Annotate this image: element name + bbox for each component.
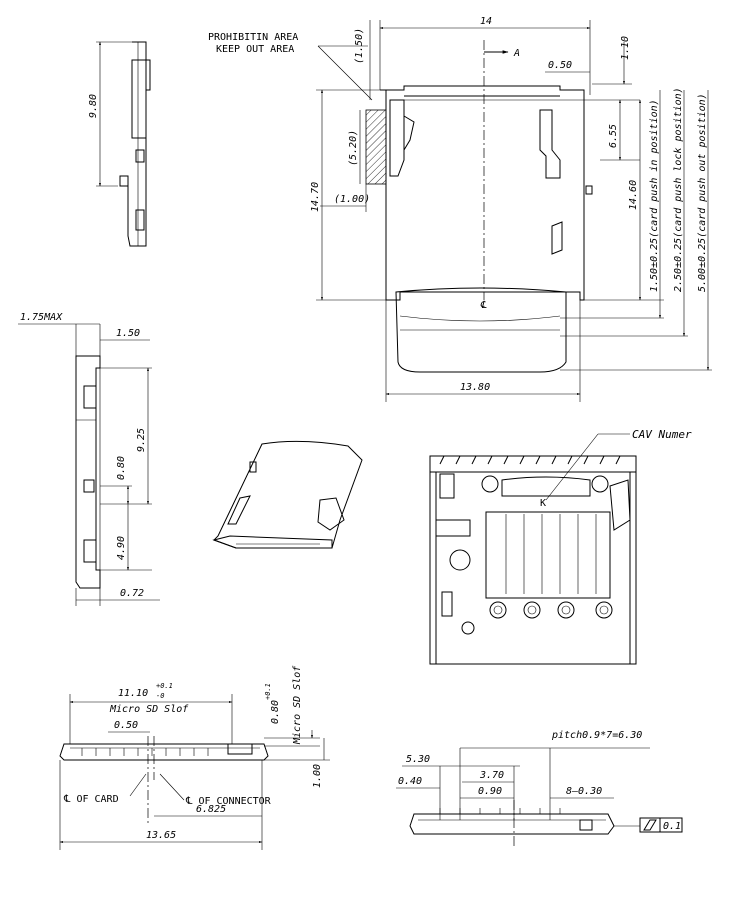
top-width: 14 xyxy=(480,16,492,27)
prohibit-width: (1.00) xyxy=(334,194,370,205)
pitch-830: 8–0.30 xyxy=(566,786,602,797)
pitch-090: 0.90 xyxy=(478,786,502,797)
top-view: 14 A 0.50 1.10 PROHIBITIN AREA KEEP OUT … xyxy=(208,16,712,402)
pitch-370: 3.70 xyxy=(479,770,504,781)
cav-label: CAV Numer xyxy=(632,428,692,441)
pitch-530: 5.30 xyxy=(406,754,430,765)
front-slot-label: Micro SD Slof xyxy=(109,704,189,715)
side-view-top: 9.80 xyxy=(88,41,151,247)
connector-center-label: ℄ OF CONNECTOR xyxy=(185,796,272,807)
dim-1460: 14.60 xyxy=(628,180,639,210)
front-100: 1.00 xyxy=(312,764,323,788)
dim-150: 1.50 xyxy=(116,328,140,339)
pitch-040: 0.40 xyxy=(398,776,422,787)
prohibit-top: (1.50) xyxy=(354,28,365,64)
side-view-left: 1.75MAX 1.50 9.25 0.80 4.90 0.72 xyxy=(18,312,160,606)
card-out-position: 5.00±0.25(card push out position) xyxy=(697,93,708,292)
cav-mark: K xyxy=(540,498,546,509)
front-050: 0.50 xyxy=(114,720,138,731)
card-center-label: ℄ OF CARD xyxy=(63,794,119,805)
side-top-height: 9.80 xyxy=(88,94,99,118)
front-slot-label-2: Micro SD Slof xyxy=(292,665,303,745)
front-total: 13.65 xyxy=(146,830,176,841)
dim-080: 0.80 xyxy=(116,456,127,480)
dim-072: 0.72 xyxy=(120,588,144,599)
card-lock-position: 2.50±0.25(card push lock position) xyxy=(673,87,684,292)
front-tol-plus: +0.1 xyxy=(156,682,173,690)
prohibit-label-2: KEEP OUT AREA xyxy=(216,44,294,55)
dim-925: 9.25 xyxy=(136,428,147,452)
bottom-view: CAV Numer K xyxy=(429,428,692,665)
pitch-label: pitch0.9*7=6.30 xyxy=(551,730,642,741)
prohibit-height: (5.20) xyxy=(348,130,359,166)
front-tol-2: +0.1 xyxy=(264,683,272,700)
dim-655: 6.55 xyxy=(608,124,619,148)
front-tol-minus: -0 xyxy=(156,692,164,700)
centerline-symbol: ℄ xyxy=(480,300,487,311)
dim-490: 4.90 xyxy=(116,536,127,560)
front-height: 0.80 xyxy=(270,700,281,724)
top-height: 14.70 xyxy=(310,182,321,212)
front-width: 11.10 xyxy=(118,688,148,699)
front-6825: 6.825 xyxy=(196,804,226,815)
bottom-width: 13.80 xyxy=(460,382,490,393)
isometric-view xyxy=(212,440,363,549)
card-in-position: 1.50±0.25(card push in position) xyxy=(649,99,660,292)
section-a-label: A xyxy=(513,48,520,59)
prohibit-label-1: PROHIBITIN AREA xyxy=(208,32,298,43)
dim-175max: 1.75MAX xyxy=(20,312,63,323)
flatness-value: 0.1 xyxy=(663,821,681,832)
front-view: 11.10 +0.1 -0 Micro SD Slof 0.50 0.80 +0… xyxy=(59,665,330,850)
pitch-view: pitch0.9*7=6.30 5.30 3.70 0.40 0.90 8–0.… xyxy=(396,730,683,846)
dim-050-top: 0.50 xyxy=(548,60,572,71)
dim-110: 1.10 xyxy=(620,36,631,60)
